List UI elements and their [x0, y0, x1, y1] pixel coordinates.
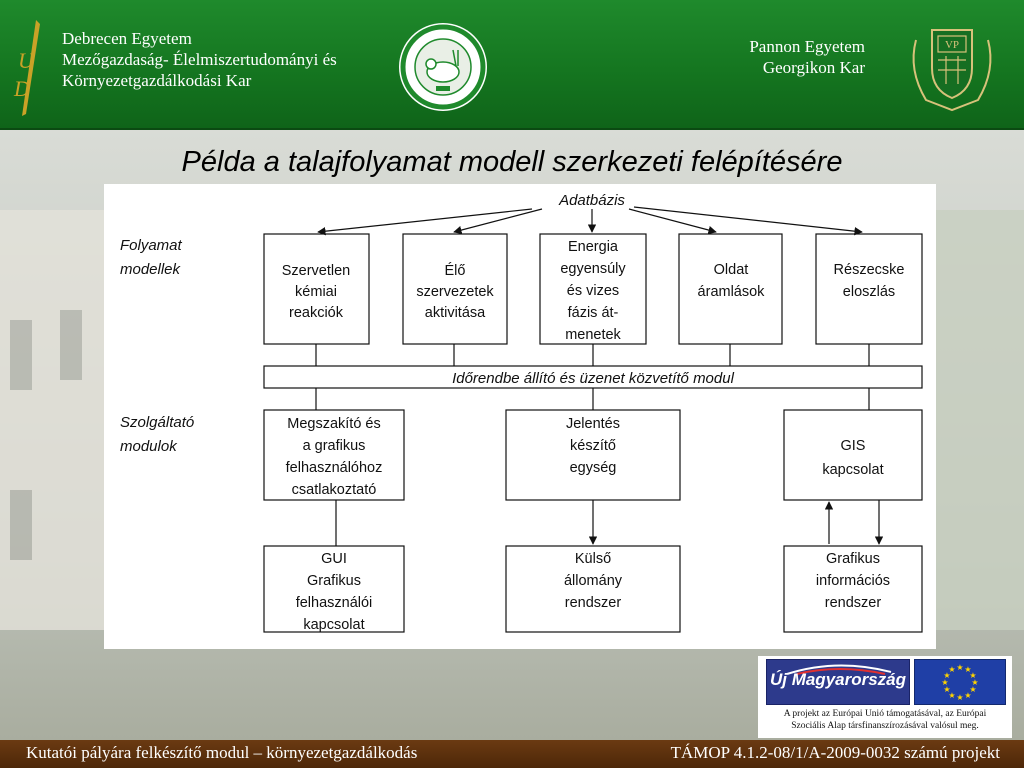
ud-logo-icon: U D — [13, 20, 40, 116]
header-left-line-2: Mezőgazdaság- Élelmiszertudományi és — [62, 50, 337, 69]
eu-note-line-1: A projekt az Európai Unió támogatásával,… — [783, 709, 987, 719]
header-right-text: Pannon Egyetem Georgikon Kar — [700, 36, 865, 78]
uj-magyarorszag-logo: Új Magyarország — [766, 659, 910, 705]
process-box-5-line-1: Részecske — [834, 262, 905, 278]
process-box-5-line-2: eloszlás — [843, 284, 895, 300]
external-box-2-line-3: rendszer — [565, 595, 622, 611]
side-label-process-2: modellek — [120, 261, 182, 278]
external-box-3-line-3: rendszer — [825, 595, 882, 611]
process-box-2-line-1: Élő — [445, 262, 466, 279]
slide-title: Példa a talajfolyamat modell szerkezeti … — [181, 146, 843, 178]
svg-text:★: ★ — [943, 685, 950, 694]
header-right-line-2: Georgikon Kar — [762, 58, 865, 77]
side-label-process-1: Folyamat — [120, 237, 183, 254]
process-box-2 — [402, 233, 508, 345]
header-left-line-3: Környezetgazdálkodási Kar — [62, 71, 252, 90]
header-banner: U D Debrecen Egyetem Mezőgazdaság- Élelm… — [0, 0, 1024, 130]
service-box-2-line-3: egység — [570, 460, 617, 476]
header-left-text: Debrecen Egyetem Mezőgazdaság- Élelmisze… — [62, 28, 337, 91]
ud-logo-letter-u: U — [18, 48, 36, 73]
svg-text:★: ★ — [948, 691, 955, 700]
process-box-1-line-3: reakciók — [289, 305, 344, 321]
process-box-3-line-5: menetek — [565, 327, 621, 343]
service-box-3-line-2: kapcsolat — [822, 462, 883, 478]
external-box-2-line-1: Külső — [575, 551, 611, 567]
process-box-4-line-1: Oldat — [714, 262, 749, 278]
process-box-3-line-2: egyensúly — [560, 261, 626, 277]
svg-text:★: ★ — [964, 691, 971, 700]
database-label: Adatbázis — [558, 192, 625, 209]
service-box-1 — [263, 409, 405, 501]
service-box-2-line-2: készítő — [570, 438, 616, 454]
eu-stars-icon: ★★★ ★★★ ★★★ ★★★ — [941, 663, 978, 702]
side-label-service-2: modulok — [120, 438, 178, 455]
svg-text:★: ★ — [964, 665, 971, 674]
diagram-panel: Adatbázis Folyamat modellek Szolgáltató … — [104, 184, 936, 649]
svg-text:★: ★ — [969, 685, 976, 694]
footer-bar: Kutatói pályára felkészítő modul – körny… — [0, 740, 1024, 768]
eu-flag-icon: ★★★ ★★★ ★★★ ★★★ — [914, 659, 1006, 705]
process-box-3-line-1: Energia — [568, 239, 619, 255]
pannon-crest-icon: VP — [912, 29, 992, 112]
eu-funding-note: A projekt az Európai Unió támogatásával,… — [758, 708, 1012, 732]
service-box-1-line-3: felhasználóhoz — [286, 460, 383, 476]
process-box-3-line-4: fázis át- — [568, 305, 619, 321]
arrow-db-to-box-4 — [628, 208, 717, 235]
service-box-3 — [783, 409, 923, 501]
svg-text:★: ★ — [956, 663, 963, 672]
process-box-4-line-2: áramlások — [698, 284, 766, 300]
university-seal-icon — [399, 23, 487, 111]
svg-text:★: ★ — [971, 678, 978, 687]
external-box-3 — [783, 545, 923, 633]
external-box-2 — [505, 545, 681, 633]
service-box-2-line-1: Jelentés — [566, 416, 620, 432]
external-box-1 — [263, 545, 405, 633]
arrow-db-to-box-1 — [317, 208, 533, 236]
background-trees-right — [936, 210, 1024, 630]
process-box-2-line-3: aktivitása — [425, 305, 486, 321]
arrow-db-to-box-5 — [633, 206, 863, 236]
crest-letters: VP — [945, 39, 959, 51]
service-box-1-line-4: csatlakoztató — [292, 482, 377, 498]
external-box-1-line-3: felhasználói — [296, 595, 373, 611]
ud-logo-letter-d: D — [13, 76, 30, 101]
header-right-line-1: Pannon Egyetem — [749, 37, 865, 56]
process-box-1-line-2: kémiai — [295, 284, 337, 300]
side-label-service-1: Szolgáltató — [120, 414, 194, 431]
svg-text:★: ★ — [941, 678, 948, 687]
service-box-1-line-2: a grafikus — [303, 438, 366, 454]
process-box-1-line-1: Szervetlen — [282, 263, 351, 279]
svg-text:★: ★ — [956, 693, 963, 702]
eu-note-line-2: Szociális Alap társfinanszírozásával val… — [791, 721, 979, 731]
arrow-db-to-box-2 — [453, 208, 543, 235]
bus-label: Időrendbe állító és üzenet közvetítő mod… — [452, 370, 735, 387]
svg-text:★: ★ — [948, 665, 955, 674]
model-structure-diagram: Adatbázis Folyamat modellek Szolgáltató … — [120, 192, 923, 633]
external-box-1-line-1: GUI — [321, 551, 347, 567]
service-box-3-line-1: GIS — [841, 438, 866, 454]
process-box-3-line-3: és vizes — [567, 283, 619, 299]
external-box-3-line-2: információs — [816, 573, 890, 589]
eu-funding-logos: Új Magyarország ★★★ ★★★ ★★★ ★★★ A projek… — [758, 656, 1012, 738]
header-left-line-1: Debrecen Egyetem — [62, 29, 192, 48]
external-box-3-line-1: Grafikus — [826, 551, 880, 567]
footer-left-text: Kutatói pályára felkészítő modul – körny… — [26, 743, 418, 762]
process-box-2-line-2: szervezetek — [416, 284, 494, 300]
background-building-left — [0, 210, 110, 630]
service-box-1-line-1: Megszakító és — [287, 416, 381, 432]
external-box-2-line-2: állomány — [564, 573, 623, 589]
external-box-1-line-2: Grafikus — [307, 573, 361, 589]
footer-right-text: TÁMOP 4.1.2-08/1/A-2009-0032 számú proje… — [670, 743, 1000, 762]
uj-magyarorszag-text: Új Magyarország — [769, 670, 907, 689]
external-box-1-line-4: kapcsolat — [303, 617, 364, 633]
swoosh-icon — [786, 664, 892, 675]
svg-text:★: ★ — [943, 671, 950, 680]
svg-text:★: ★ — [969, 671, 976, 680]
